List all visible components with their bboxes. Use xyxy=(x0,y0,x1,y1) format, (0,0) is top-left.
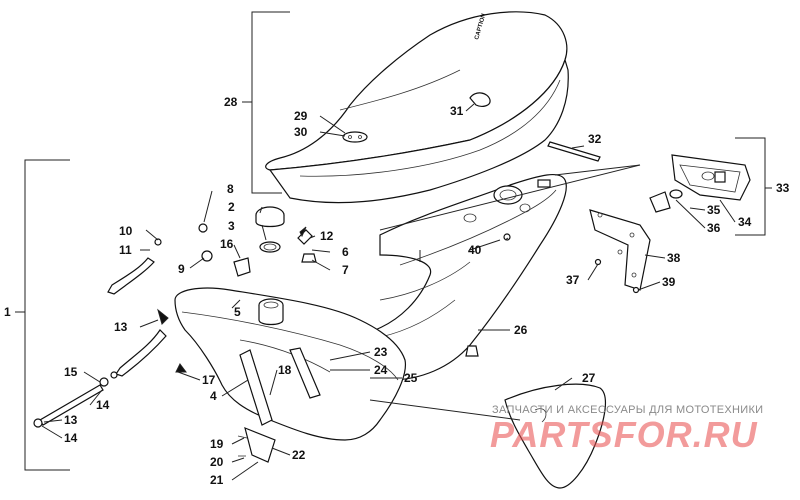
callout-8: 8 xyxy=(227,182,234,196)
callout-25: 25 xyxy=(404,371,418,385)
fuel-cap xyxy=(255,206,285,253)
callout-1: 1 xyxy=(4,305,11,319)
callout-32: 32 xyxy=(588,132,602,146)
callout-14b: 14 xyxy=(64,431,78,445)
callout-13b: 13 xyxy=(64,413,78,427)
callout-13a: 13 xyxy=(114,320,128,334)
callout-27: 27 xyxy=(582,371,596,385)
callout-19: 19 xyxy=(210,437,224,451)
callout-6: 6 xyxy=(342,245,349,259)
fuel-tank xyxy=(174,287,407,441)
callout-17: 17 xyxy=(202,373,216,387)
callout-9: 9 xyxy=(178,262,185,276)
callout-30: 30 xyxy=(294,125,308,139)
callout-18: 18 xyxy=(278,363,292,377)
callout-35: 35 xyxy=(707,203,721,217)
callout-12: 12 xyxy=(320,229,334,243)
callout-28: 28 xyxy=(224,95,238,109)
rear-fender xyxy=(504,383,606,489)
watermark-logo: PARTSFOR.RU xyxy=(490,414,758,455)
callout-33: 33 xyxy=(776,181,790,195)
callout-16: 16 xyxy=(220,237,234,251)
seat: CAPTION xyxy=(265,11,569,204)
callout-7: 7 xyxy=(342,263,349,277)
callout-36: 36 xyxy=(707,221,721,235)
callout-24: 24 xyxy=(374,363,388,377)
callout-20: 20 xyxy=(210,455,224,469)
watermark-tagline: ЗАПЧАСТИ И АКСЕССУАРЫ ДЛЯ МОТОТЕХНИКИ xyxy=(492,404,764,416)
seat-base-frame xyxy=(351,173,567,381)
callout-21: 21 xyxy=(210,473,224,487)
callout-3: 3 xyxy=(228,219,235,233)
license-bracket xyxy=(589,209,651,294)
callout-5: 5 xyxy=(234,305,241,319)
callout-23: 23 xyxy=(374,345,388,359)
callout-29: 29 xyxy=(294,109,308,123)
callout-15: 15 xyxy=(64,365,78,379)
callout-39: 39 xyxy=(662,275,676,289)
callout-2: 2 xyxy=(228,200,235,214)
callout-26: 26 xyxy=(514,323,528,337)
tail-light xyxy=(649,154,751,213)
callout-10: 10 xyxy=(119,224,133,238)
callout-38: 38 xyxy=(667,251,681,265)
leader-lines xyxy=(15,11,772,481)
callout-31: 31 xyxy=(450,104,464,118)
tank-brackets xyxy=(237,347,321,463)
callout-11: 11 xyxy=(119,243,132,257)
callout-22: 22 xyxy=(292,448,306,462)
callout-34: 34 xyxy=(738,215,752,229)
callout-4: 4 xyxy=(210,389,217,403)
trim-strip xyxy=(547,141,601,162)
callout-40: 40 xyxy=(468,243,482,257)
hoses xyxy=(33,257,167,428)
callout-14a: 14 xyxy=(96,398,110,412)
callout-37: 37 xyxy=(566,273,580,287)
callout-labels: 1 2 3 4 5 6 7 8 9 10 11 12 13 13 14 14 1… xyxy=(4,95,790,487)
fittings xyxy=(154,223,317,373)
